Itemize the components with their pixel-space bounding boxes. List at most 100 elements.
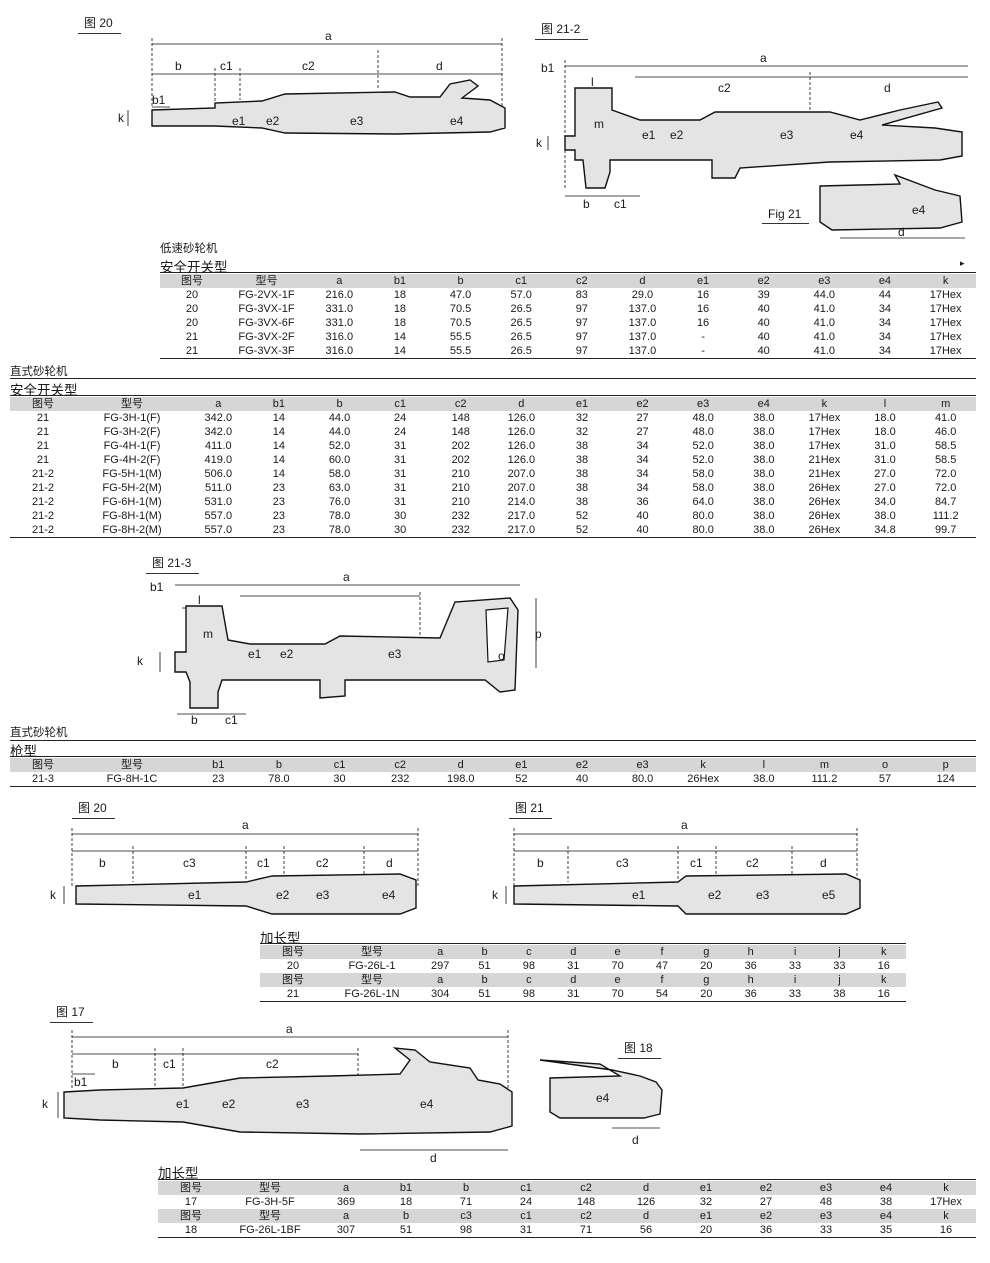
table-cell: 34 — [636, 468, 649, 480]
table-cell: FG-8H-1(M) — [102, 510, 162, 522]
column-header: c — [506, 973, 552, 987]
figure-caption-21b: 图 21 — [509, 799, 552, 819]
column-header: 图号 — [158, 1181, 224, 1195]
svg-text:a: a — [242, 818, 249, 832]
table-cell: 38.0 — [753, 510, 775, 522]
column-header: h — [728, 945, 773, 959]
table-cell: 20 — [185, 289, 199, 301]
column-header: a — [309, 274, 370, 288]
column-header: b — [462, 973, 507, 987]
table-cell: 217.0 — [507, 510, 536, 522]
column-header: d — [616, 1181, 676, 1195]
svg-text:e4: e4 — [450, 114, 464, 128]
table-cell: 38.0 — [733, 523, 795, 538]
svg-text:b: b — [583, 197, 590, 211]
table-cell: 342.0 — [204, 412, 233, 424]
table-cell: 38.0 — [753, 468, 775, 480]
column-header: k — [672, 758, 734, 772]
table-cell: 97 — [575, 317, 588, 329]
drawing-fig21-2-labels: a b1 l c2 d m e1 e2 e3 e4 k b c1 e4 d — [536, 51, 926, 239]
column-header: 图号 — [10, 758, 76, 772]
svg-text:e1: e1 — [248, 647, 262, 661]
table-cell: 17Hex — [808, 412, 841, 424]
table-cell: 40 — [757, 331, 770, 343]
section-divider — [158, 1179, 976, 1180]
table-cell: 148 — [451, 412, 470, 424]
svg-text:b1: b1 — [152, 93, 166, 107]
table-cell: 36 — [728, 987, 773, 1002]
table-cell: 30 — [309, 772, 370, 787]
table-cell: 126 — [636, 1196, 656, 1208]
table-cell: FG-3VX-3F — [224, 344, 309, 359]
column-header: h — [728, 973, 773, 987]
table-cell: 38 — [879, 1196, 893, 1208]
table-cell: 35 — [856, 1223, 916, 1238]
column-header: e1 — [491, 758, 552, 772]
column-header: m — [915, 397, 976, 411]
svg-text:e4: e4 — [382, 888, 396, 902]
table-cell: 97 — [575, 303, 588, 315]
table-cell: 23 — [188, 772, 249, 787]
table-cell: 31.0 — [874, 440, 896, 452]
table-cell: 232 — [369, 772, 431, 787]
table-cell: 40 — [636, 510, 649, 522]
svg-text:d: d — [430, 1151, 437, 1165]
svg-text:b: b — [537, 856, 544, 870]
table-cell: 55.5 — [430, 344, 491, 359]
column-header: e4 — [854, 274, 916, 288]
table-cell: 27.0 — [874, 468, 896, 480]
table-cell: 126.0 — [507, 412, 536, 424]
column-header: l — [854, 397, 916, 411]
table-cell: 21-3 — [10, 772, 76, 787]
table-cell: 307 — [316, 1223, 376, 1238]
column-header: f — [639, 945, 685, 959]
table-cell: 84.7 — [934, 496, 957, 508]
table-cell: 331.0 — [325, 317, 354, 329]
svg-text:a: a — [343, 570, 350, 584]
table-cell: 52 — [491, 772, 552, 787]
table-cell: FG-6H-1(M) — [102, 496, 162, 508]
table-cell: 17Hex — [929, 289, 962, 301]
table-cell: 17Hex — [930, 1196, 962, 1208]
table-cell: 63.0 — [328, 482, 351, 494]
table-cell: 14 — [369, 344, 431, 359]
column-header: 型号 — [76, 758, 188, 772]
svg-text:c2: c2 — [266, 1057, 279, 1071]
table-cell: 198.0 — [430, 772, 492, 787]
table-cell: 41.0 — [934, 412, 957, 424]
table-cell: 20 — [676, 1223, 736, 1238]
column-header: b1 — [188, 758, 249, 772]
table-cell: 20 — [185, 303, 199, 315]
svg-text:e4: e4 — [596, 1091, 610, 1105]
svg-text:e4: e4 — [850, 128, 864, 142]
table-cell: 18 — [158, 1223, 224, 1238]
table-cell: 21 — [260, 987, 326, 1002]
table-cell: 80.0 — [692, 510, 714, 522]
table-cell: 126.0 — [507, 440, 536, 452]
svg-text:e3: e3 — [350, 114, 364, 128]
column-header: d — [551, 945, 596, 959]
column-header: e2 — [736, 1209, 796, 1223]
table-cell: 40 — [551, 772, 613, 787]
table-cell: 55.5 — [449, 331, 472, 343]
table-cell: 207.0 — [507, 482, 536, 494]
column-header: b — [309, 397, 370, 411]
svg-text:e3: e3 — [388, 647, 402, 661]
svg-text:a: a — [760, 51, 767, 65]
column-header: a — [418, 973, 463, 987]
svg-text:o: o — [498, 649, 505, 663]
table-cell: 80.0 — [672, 523, 734, 538]
table-cell: 111.2 — [932, 510, 959, 522]
table-cell: FG-8H-2(M) — [76, 523, 188, 538]
table-cell: 32 — [575, 412, 589, 424]
table-cell: 41.0 — [813, 303, 836, 315]
drawing-fig17 — [57, 1030, 513, 1151]
column-header: a — [316, 1181, 376, 1195]
svg-text:c1: c1 — [614, 197, 627, 211]
column-header: m — [794, 758, 855, 772]
